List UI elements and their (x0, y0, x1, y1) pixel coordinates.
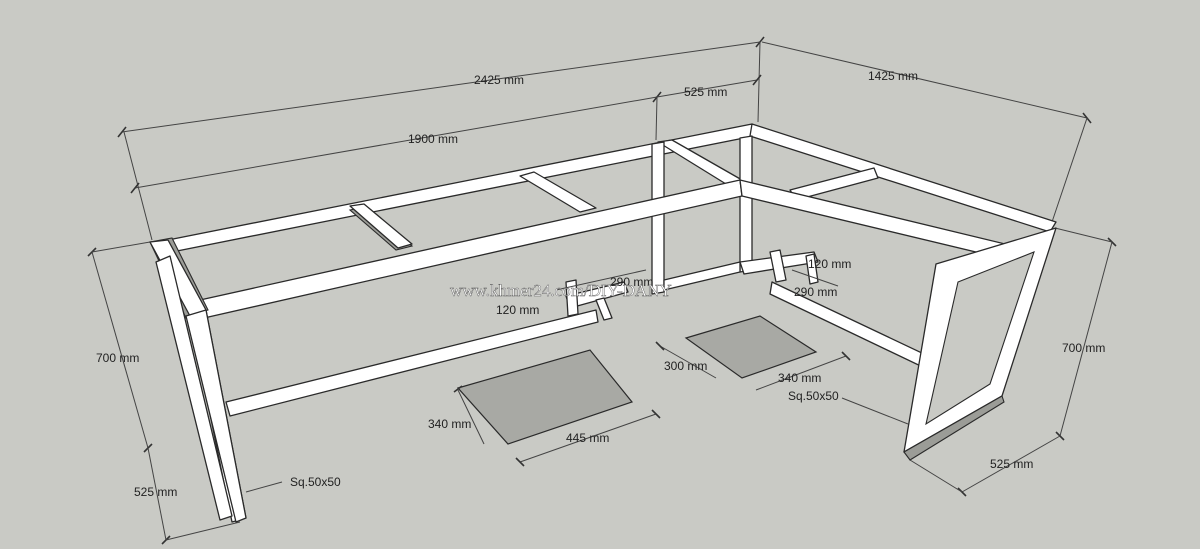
label-bracket-b-length: 290 mm (794, 285, 837, 299)
label-depth-left: 525 mm (134, 485, 177, 499)
label-plate-a-width: 340 mm (428, 417, 471, 431)
label-bracket-a-width: 120 mm (496, 303, 539, 317)
label-bracket-a-length: 290 mm (610, 275, 653, 289)
label-leg-profile-left: Sq.50x50 (290, 475, 341, 489)
floor-plates (453, 269, 851, 467)
steel-frame (149, 123, 1057, 523)
label-plate-a-length: 445 mm (566, 431, 609, 445)
dimension-labels: 2425 mm 1900 mm 525 mm 1425 mm 700 mm 70… (96, 69, 1105, 499)
watermark: www.khmer24.com/DIY-DANY (450, 281, 672, 300)
label-height-left: 700 mm (96, 351, 139, 365)
label-total-length: 2425 mm (474, 73, 524, 87)
mounting-brackets (565, 249, 819, 321)
label-plate-b-length: 340 mm (778, 371, 821, 385)
label-inner-length: 1900 mm (408, 132, 458, 146)
label-height-right: 700 mm (1062, 341, 1105, 355)
label-return-width: 525 mm (684, 85, 727, 99)
label-bracket-b-width: 120 mm (808, 257, 851, 271)
dimension-lines (87, 36, 1117, 545)
label-plate-b-width: 300 mm (664, 359, 707, 373)
label-return-length: 1425 mm (868, 69, 918, 83)
label-leg-profile-right: Sq.50x50 (788, 389, 839, 403)
label-depth-right: 525 mm (990, 457, 1033, 471)
